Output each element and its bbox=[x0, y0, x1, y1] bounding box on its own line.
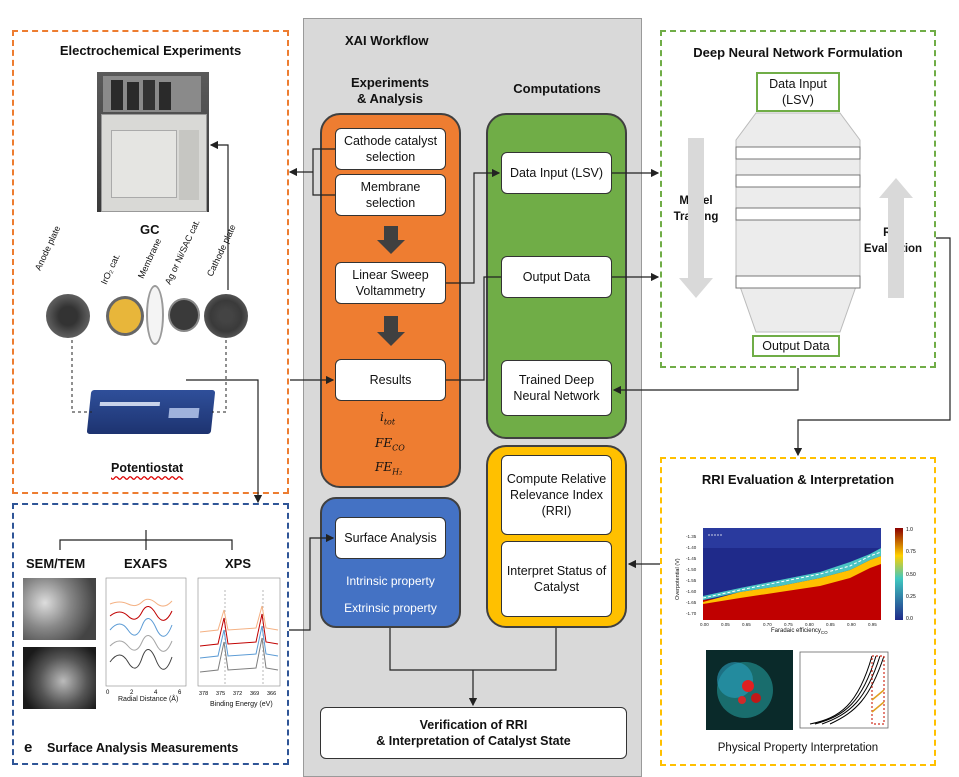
tech-xps: XPS bbox=[225, 556, 252, 571]
dnn-data-input-box[interactable]: Data Input (LSV) bbox=[756, 72, 840, 112]
verification-box[interactable]: Verification of RRI & Interpretation of … bbox=[320, 707, 627, 759]
xps-peak1: Ag 3d₃₂ bbox=[215, 597, 238, 604]
workflow-title: XAI Workflow bbox=[345, 33, 429, 48]
results-box[interactable]: Results bbox=[335, 359, 446, 401]
membrane-disk bbox=[146, 285, 164, 345]
xps-title: XPS-Ag 3d bbox=[200, 580, 235, 587]
surface-analysis-box[interactable]: Surface Analysis bbox=[335, 517, 446, 559]
physical-property-label: Physical Property Interpretation bbox=[717, 742, 879, 754]
membrane-selection-box[interactable]: Membrane selection bbox=[335, 174, 446, 216]
interpret-status-box[interactable]: Interpret Status of Catalyst bbox=[501, 541, 612, 617]
gc-label: GC bbox=[140, 222, 160, 237]
cathode-selection-box[interactable]: Cathode catalyst selection bbox=[335, 128, 446, 170]
model-training-label: Model Training bbox=[673, 195, 719, 223]
sem-image bbox=[23, 578, 96, 640]
exafs-xlabel: Radial Distance (Å) bbox=[118, 696, 179, 703]
tem-image bbox=[23, 647, 96, 709]
xps-peak2: Ag 3d₅₂ bbox=[257, 583, 280, 590]
tech-exafs: EXAFS bbox=[124, 556, 168, 571]
dnn-output-data-box[interactable]: Output Data bbox=[752, 335, 840, 357]
fe-co-label: FECO bbox=[375, 436, 405, 453]
cathode-plate bbox=[204, 294, 248, 338]
potentiostat-label: Potentiostat bbox=[111, 461, 184, 475]
iro2-catalyst bbox=[106, 296, 144, 336]
surface-meas-title: Surface Analysis Measurements bbox=[47, 741, 239, 755]
dnn-title: Deep Neural Network Formulation bbox=[693, 45, 903, 60]
rri-evaluation-label: RRI Evaluation bbox=[863, 227, 923, 255]
rri-title: RRI Evaluation & Interpretation bbox=[701, 472, 895, 487]
electrochem-title: Electrochemical Experiments bbox=[59, 43, 242, 58]
panel-letter-e: e bbox=[24, 739, 33, 756]
compute-rri-box[interactable]: Compute Relative Relevance Index (RRI) bbox=[501, 455, 612, 535]
trained-dnn-box[interactable]: Trained Deep Neural Network bbox=[501, 360, 612, 416]
lsv-box[interactable]: Linear Sweep Voltammetry bbox=[335, 262, 446, 304]
dnn-dots: ⋮ bbox=[792, 239, 812, 261]
anode-plate bbox=[46, 294, 90, 338]
col1-title: Experiments & Analysis bbox=[350, 75, 430, 106]
ag-catalyst bbox=[168, 298, 200, 332]
rri-panel bbox=[660, 457, 936, 766]
rri-legend-label: Onset potential (V) bbox=[727, 532, 773, 538]
extrinsic-label: Extrinsic property bbox=[344, 601, 437, 615]
onset-change-label: Onset potential change bbox=[822, 661, 876, 680]
rri-xlabel: Faradaic efficiencyCO bbox=[771, 628, 828, 636]
col2-title: Computations bbox=[513, 81, 601, 96]
i-tot-label: itot bbox=[380, 410, 396, 427]
intrinsic-label: Intrinsic property bbox=[346, 574, 435, 588]
data-input-box[interactable]: Data Input (LSV) bbox=[501, 152, 612, 194]
rri-ylabel: Overpotential (V) bbox=[675, 558, 681, 600]
fe-h2-label: FEH₂ bbox=[375, 460, 403, 477]
tech-sem-tem: SEM/TEM bbox=[26, 556, 86, 571]
output-data-box[interactable]: Output Data bbox=[501, 256, 612, 298]
potentiostat-image bbox=[86, 390, 216, 434]
gc-instrument-image bbox=[97, 72, 209, 212]
xps-xlabel: Binding Energy (eV) bbox=[210, 701, 273, 708]
